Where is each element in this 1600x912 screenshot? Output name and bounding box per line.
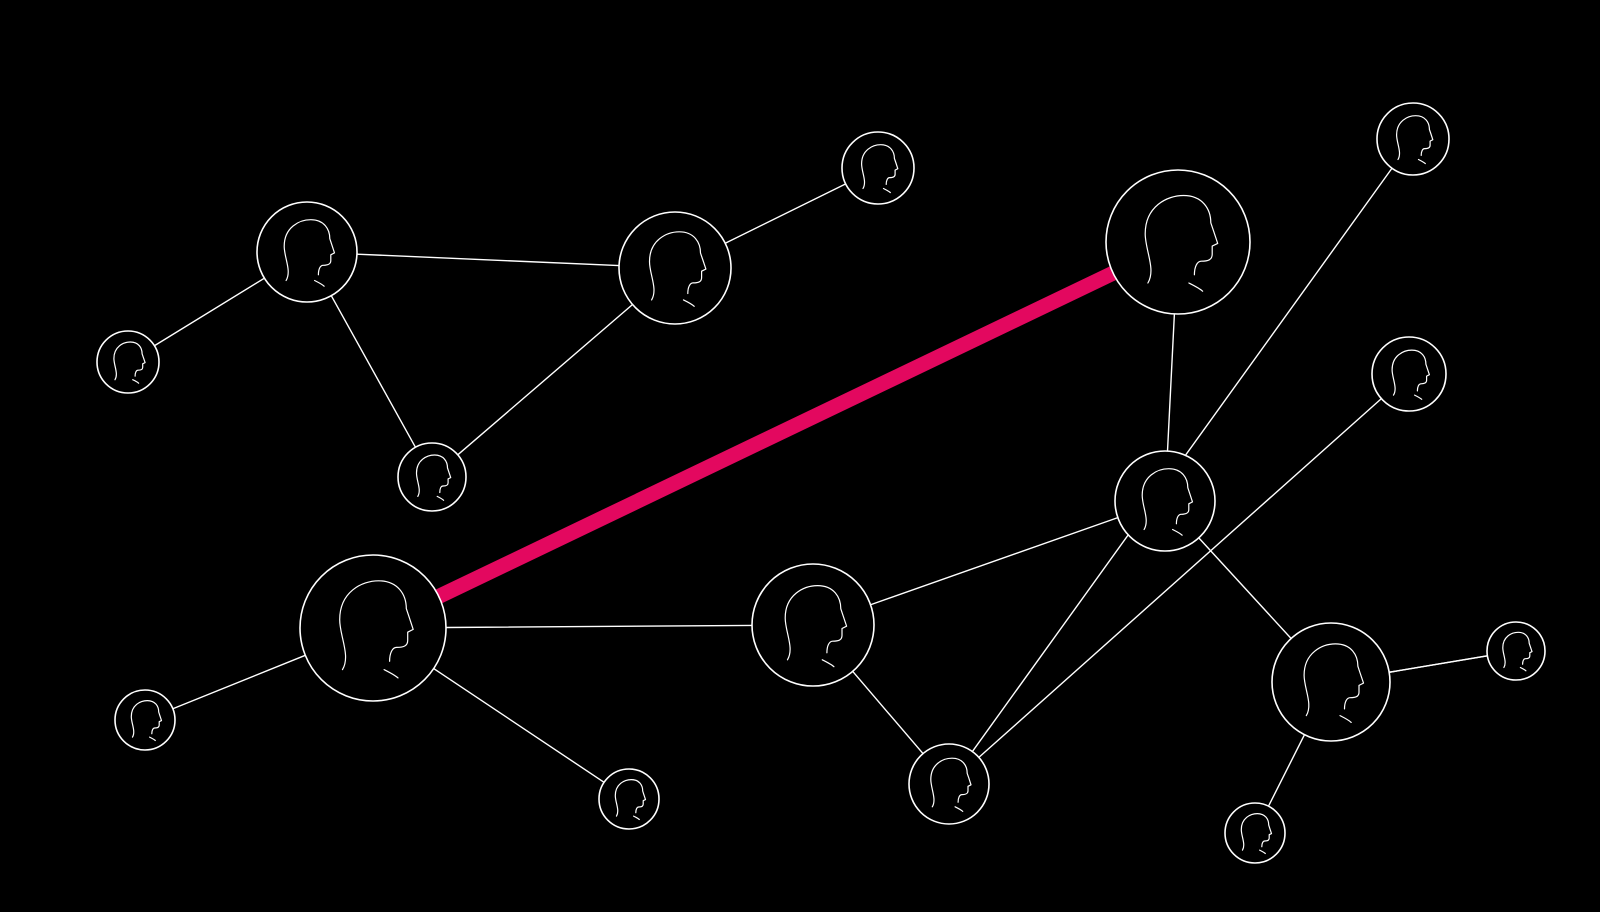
person-silhouette-icon [930, 757, 972, 812]
node-ring [618, 211, 732, 325]
person-silhouette-icon [130, 700, 163, 742]
person-silhouette-icon [1303, 643, 1365, 723]
person-node [1114, 450, 1216, 552]
person-node [1271, 622, 1391, 742]
person-silhouette-icon [1391, 349, 1430, 400]
person-node [114, 689, 176, 751]
node-ring [1105, 169, 1251, 315]
node-ring [1224, 802, 1286, 864]
person-silhouette-icon [113, 341, 146, 384]
connection-line [457, 303, 634, 456]
node-ring [299, 554, 447, 702]
connection-line [869, 516, 1119, 606]
connection-line [445, 624, 753, 629]
connection-line [1166, 313, 1176, 452]
person-node [1376, 102, 1450, 176]
connection-line [1267, 734, 1306, 807]
nodes-layer [96, 102, 1546, 864]
highlighted-connection-line [435, 266, 1117, 604]
person-silhouette-icon [283, 219, 336, 287]
connection-line [851, 670, 924, 755]
node-ring [598, 768, 660, 830]
person-silhouette-icon [1141, 468, 1194, 536]
connection-line [724, 183, 847, 244]
connection-line [356, 253, 620, 267]
person-node [598, 768, 660, 830]
node-ring [397, 442, 467, 512]
person-silhouette-icon [784, 585, 848, 668]
person-silhouette-icon [339, 580, 414, 679]
connection-line [153, 277, 266, 347]
person-silhouette-icon [1502, 631, 1533, 672]
person-silhouette-icon [415, 454, 452, 501]
person-silhouette-icon [648, 231, 707, 307]
person-silhouette-icon [1144, 194, 1219, 292]
edges-layer [153, 167, 1489, 807]
connection-line [172, 654, 307, 710]
person-node [96, 330, 160, 394]
person-silhouette-icon [1240, 813, 1273, 855]
person-silhouette-icon [614, 779, 647, 821]
node-ring [1114, 450, 1216, 552]
person-node [1224, 802, 1286, 864]
node-ring [841, 131, 915, 205]
node-ring [908, 743, 990, 825]
person-node [1105, 169, 1251, 315]
node-ring [751, 563, 875, 687]
person-node [1371, 336, 1447, 412]
connection-line [433, 667, 605, 784]
node-ring [1486, 621, 1546, 681]
node-ring [1271, 622, 1391, 742]
connection-line [330, 295, 417, 448]
person-silhouette-icon [1396, 115, 1434, 165]
person-silhouette-icon [861, 144, 899, 194]
connection-line [1388, 655, 1489, 673]
person-node [299, 554, 447, 702]
person-node [256, 201, 358, 303]
person-node [908, 743, 990, 825]
person-node [841, 131, 915, 205]
person-node [618, 211, 732, 325]
node-ring [256, 201, 358, 303]
person-node [1486, 621, 1546, 681]
connection-line [978, 397, 1383, 759]
person-node [397, 442, 467, 512]
person-node [751, 563, 875, 687]
node-ring [1376, 102, 1450, 176]
node-ring [1371, 336, 1447, 412]
node-ring [114, 689, 176, 751]
connection-line [1198, 537, 1292, 640]
node-ring [96, 330, 160, 394]
